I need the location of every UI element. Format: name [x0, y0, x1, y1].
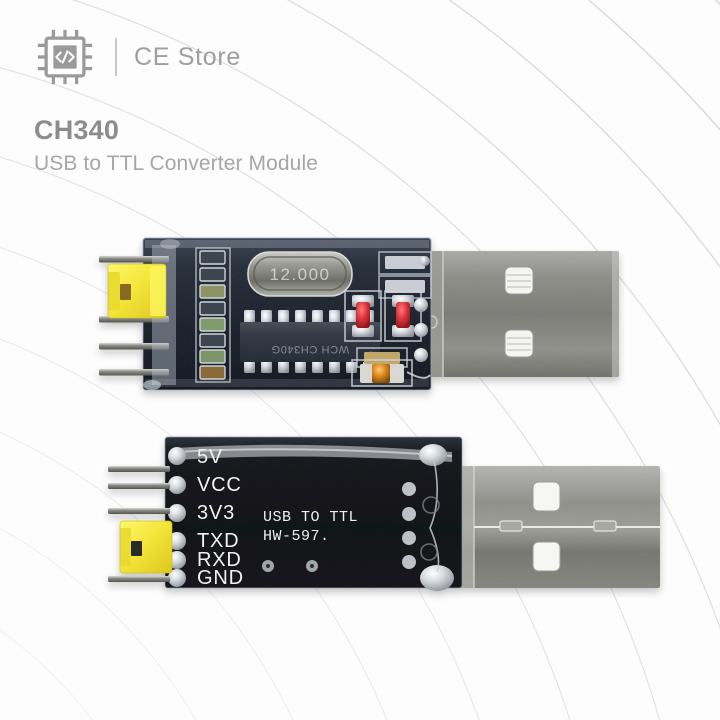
jumper-cap-bottom: [119, 520, 173, 574]
pin-header-bottom: [108, 466, 173, 582]
store-name: CE Store: [134, 42, 242, 71]
power-led: [351, 347, 413, 387]
label-5v: 5V: [197, 446, 223, 468]
pad-3v3: [168, 504, 186, 522]
usb-latch-tab-left: [499, 520, 523, 532]
header-pin-4: [99, 369, 169, 376]
pad-vcc: [168, 476, 186, 494]
usb-latch-tab-right: [593, 520, 617, 532]
arc-line: [0, 246, 480, 720]
pcb-bottom: [164, 436, 463, 589]
usb-cutout-bottom: [532, 541, 561, 572]
shield-trace: [429, 459, 440, 573]
pad-gnd: [168, 569, 186, 587]
crystal-marking: 12.000: [270, 265, 331, 284]
header-pin-1: [99, 256, 169, 263]
label-rxd: RXD: [197, 549, 242, 571]
usb-shield-wire: [406, 371, 431, 379]
via-pads-top: [414, 256, 430, 362]
ic-marking: WCH CH340G: [271, 343, 349, 355]
module-bottom-view: 5V VCC 3V3 TXD RXD GND USB TO TTL HW-597…: [108, 436, 660, 591]
right-solder-joints: [402, 444, 454, 591]
silkscreen-center-text: USB TO TTL HW-597.: [263, 509, 358, 545]
pad-5v: [168, 447, 186, 465]
label-txd: TXD: [197, 530, 239, 552]
title-block: CH340 USB to TTL Converter Module: [34, 115, 318, 177]
brand-header: CE Store: [34, 26, 241, 88]
silkscreen-usb-to-ttl: USB TO TTL: [263, 509, 358, 526]
usb-cutout-top: [504, 266, 534, 295]
resistor-column: [195, 247, 231, 383]
label-3v3: 3V3: [197, 502, 235, 524]
arc-line: [0, 528, 197, 720]
usb-a-connector-bottom: [460, 466, 660, 588]
pin-header-top: [99, 245, 176, 385]
usb-cutout-top: [532, 481, 561, 512]
usb-cutout-bottom: [504, 329, 534, 358]
label-gnd: GND: [197, 567, 244, 589]
crystal-oscillator: 12.000: [247, 251, 353, 297]
tx-led: [344, 290, 382, 342]
rx-led: [384, 290, 422, 342]
product-title: CH340: [34, 115, 120, 145]
jumper-cap-top: [107, 263, 167, 319]
led-group: [344, 251, 432, 387]
shield-solder-bottom: [420, 565, 454, 591]
silkscreen-pin-labels: 5V VCC 3V3 TXD RXD GND: [197, 446, 244, 589]
silkscreen-hw-597: HW-597.: [263, 528, 330, 545]
arc-line: [0, 629, 93, 720]
test-vias: [262, 560, 318, 572]
brand-divider: [115, 38, 117, 76]
microchip-code-icon: [37, 29, 93, 85]
shield-solder-top: [419, 444, 447, 466]
usb-a-connector-top: [423, 251, 619, 377]
module-top-view: 12.000: [99, 237, 619, 391]
header-pin-3: [99, 343, 169, 350]
label-vcc: VCC: [197, 474, 242, 496]
product-subtitle: USB to TTL Converter Module: [34, 152, 318, 176]
